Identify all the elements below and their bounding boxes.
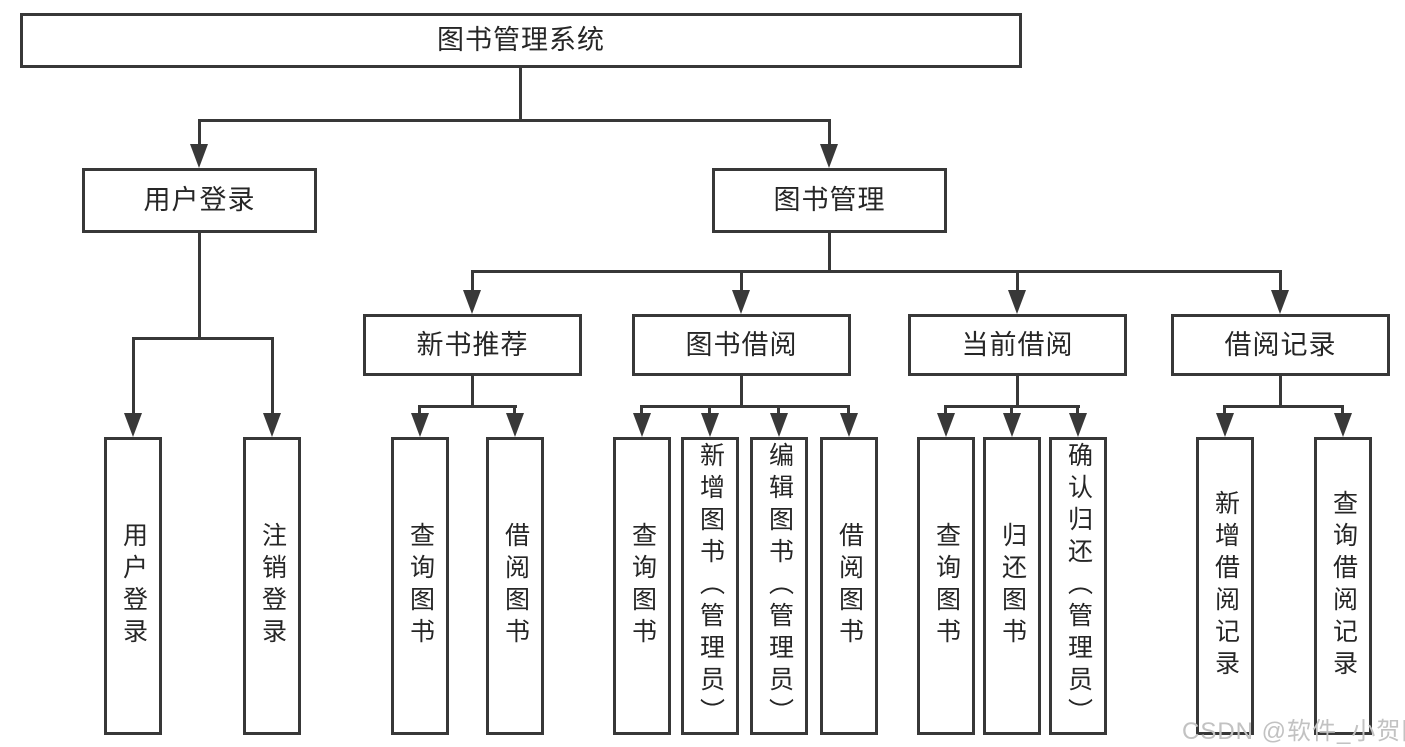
leaf-borrow-books-2: 借阅图书 xyxy=(820,437,878,735)
leaf-query-books-2: 查询图书 xyxy=(613,437,671,735)
connector-userlogin-drop-2 xyxy=(271,337,274,415)
arrow-down-icon xyxy=(263,413,281,437)
node-user-login: 用户登录 xyxy=(82,168,317,233)
arrow-down-icon xyxy=(633,413,651,437)
arrow-down-icon xyxy=(1334,413,1352,437)
arrow-down-icon xyxy=(732,290,750,314)
leaf-add-book-admin: 新增图书（管理员） xyxy=(681,437,739,735)
connector-borrow-drop-3 xyxy=(777,405,780,415)
node-borrow-records: 借阅记录 xyxy=(1171,314,1390,376)
connector-borrow-drop-1 xyxy=(640,405,643,415)
leaf-query-books-1: 查询图书 xyxy=(391,437,449,735)
arrow-down-icon xyxy=(701,413,719,437)
connector-bookmgmt-drop-2 xyxy=(740,270,743,292)
leaf-logout: 注销登录 xyxy=(243,437,301,735)
connector-current-stem xyxy=(1016,376,1019,408)
connector-recommend-drop-1 xyxy=(418,405,421,415)
connector-current-drop-2 xyxy=(1010,405,1013,415)
connector-borrow-drop-4 xyxy=(847,405,850,415)
connector-current-drop-3 xyxy=(1076,405,1079,415)
connector-borrow-bar xyxy=(640,405,850,408)
leaf-edit-book-admin: 编辑图书（管理员） xyxy=(750,437,808,735)
connector-current-drop-1 xyxy=(944,405,947,415)
arrow-down-icon xyxy=(190,144,208,168)
connector-bookmgmt-drop-4 xyxy=(1279,270,1282,292)
arrow-down-icon xyxy=(1216,413,1234,437)
arrow-down-icon xyxy=(1003,413,1021,437)
connector-root-stem xyxy=(519,68,522,119)
arrow-down-icon xyxy=(1271,290,1289,314)
connector-recommend-stem xyxy=(471,376,474,408)
connector-userlogin-stem xyxy=(198,233,201,340)
leaf-query-books-3: 查询图书 xyxy=(917,437,975,735)
arrow-down-icon xyxy=(1008,290,1026,314)
leaf-query-borrow-record: 查询借阅记录 xyxy=(1314,437,1372,735)
node-book-borrow: 图书借阅 xyxy=(632,314,851,376)
connector-userlogin-drop-1 xyxy=(132,337,135,415)
connector-records-bar xyxy=(1223,405,1344,408)
node-new-book-recommend: 新书推荐 xyxy=(363,314,582,376)
leaf-user-login: 用户登录 xyxy=(104,437,162,735)
arrow-down-icon xyxy=(937,413,955,437)
connector-bookmgmt-stem xyxy=(828,233,831,273)
connector-root-bar xyxy=(198,119,831,122)
leaf-return-book: 归还图书 xyxy=(983,437,1041,735)
leaf-confirm-return-admin: 确认归还（管理员） xyxy=(1049,437,1107,735)
connector-bookmgmt-drop-1 xyxy=(471,270,474,292)
connector-root-drop-right xyxy=(828,119,831,148)
arrow-down-icon xyxy=(463,290,481,314)
connector-recommend-bar xyxy=(418,405,517,408)
arrow-down-icon xyxy=(411,413,429,437)
csdn-watermark: CSDN @软件_小贺同学 xyxy=(1182,718,1405,745)
connector-borrow-drop-2 xyxy=(708,405,711,415)
arrow-down-icon xyxy=(840,413,858,437)
connector-bookmgmt-drop-3 xyxy=(1016,270,1019,292)
connector-records-drop-1 xyxy=(1223,405,1226,415)
node-current-borrow: 当前借阅 xyxy=(908,314,1127,376)
leaf-borrow-books-1: 借阅图书 xyxy=(486,437,544,735)
connector-root-drop-left xyxy=(198,119,201,148)
connector-bookmgmt-bar xyxy=(471,270,1282,273)
connector-recommend-drop-2 xyxy=(513,405,516,415)
arrow-down-icon xyxy=(1069,413,1087,437)
node-book-management: 图书管理 xyxy=(712,168,947,233)
connector-userlogin-bar xyxy=(132,337,274,340)
arrow-down-icon xyxy=(820,144,838,168)
connector-borrow-stem xyxy=(740,376,743,408)
node-root: 图书管理系统 xyxy=(20,13,1022,68)
arrow-down-icon xyxy=(124,413,142,437)
arrow-down-icon xyxy=(770,413,788,437)
arrow-down-icon xyxy=(506,413,524,437)
connector-records-stem xyxy=(1279,376,1282,408)
connector-records-drop-2 xyxy=(1341,405,1344,415)
leaf-add-borrow-record: 新增借阅记录 xyxy=(1196,437,1254,735)
